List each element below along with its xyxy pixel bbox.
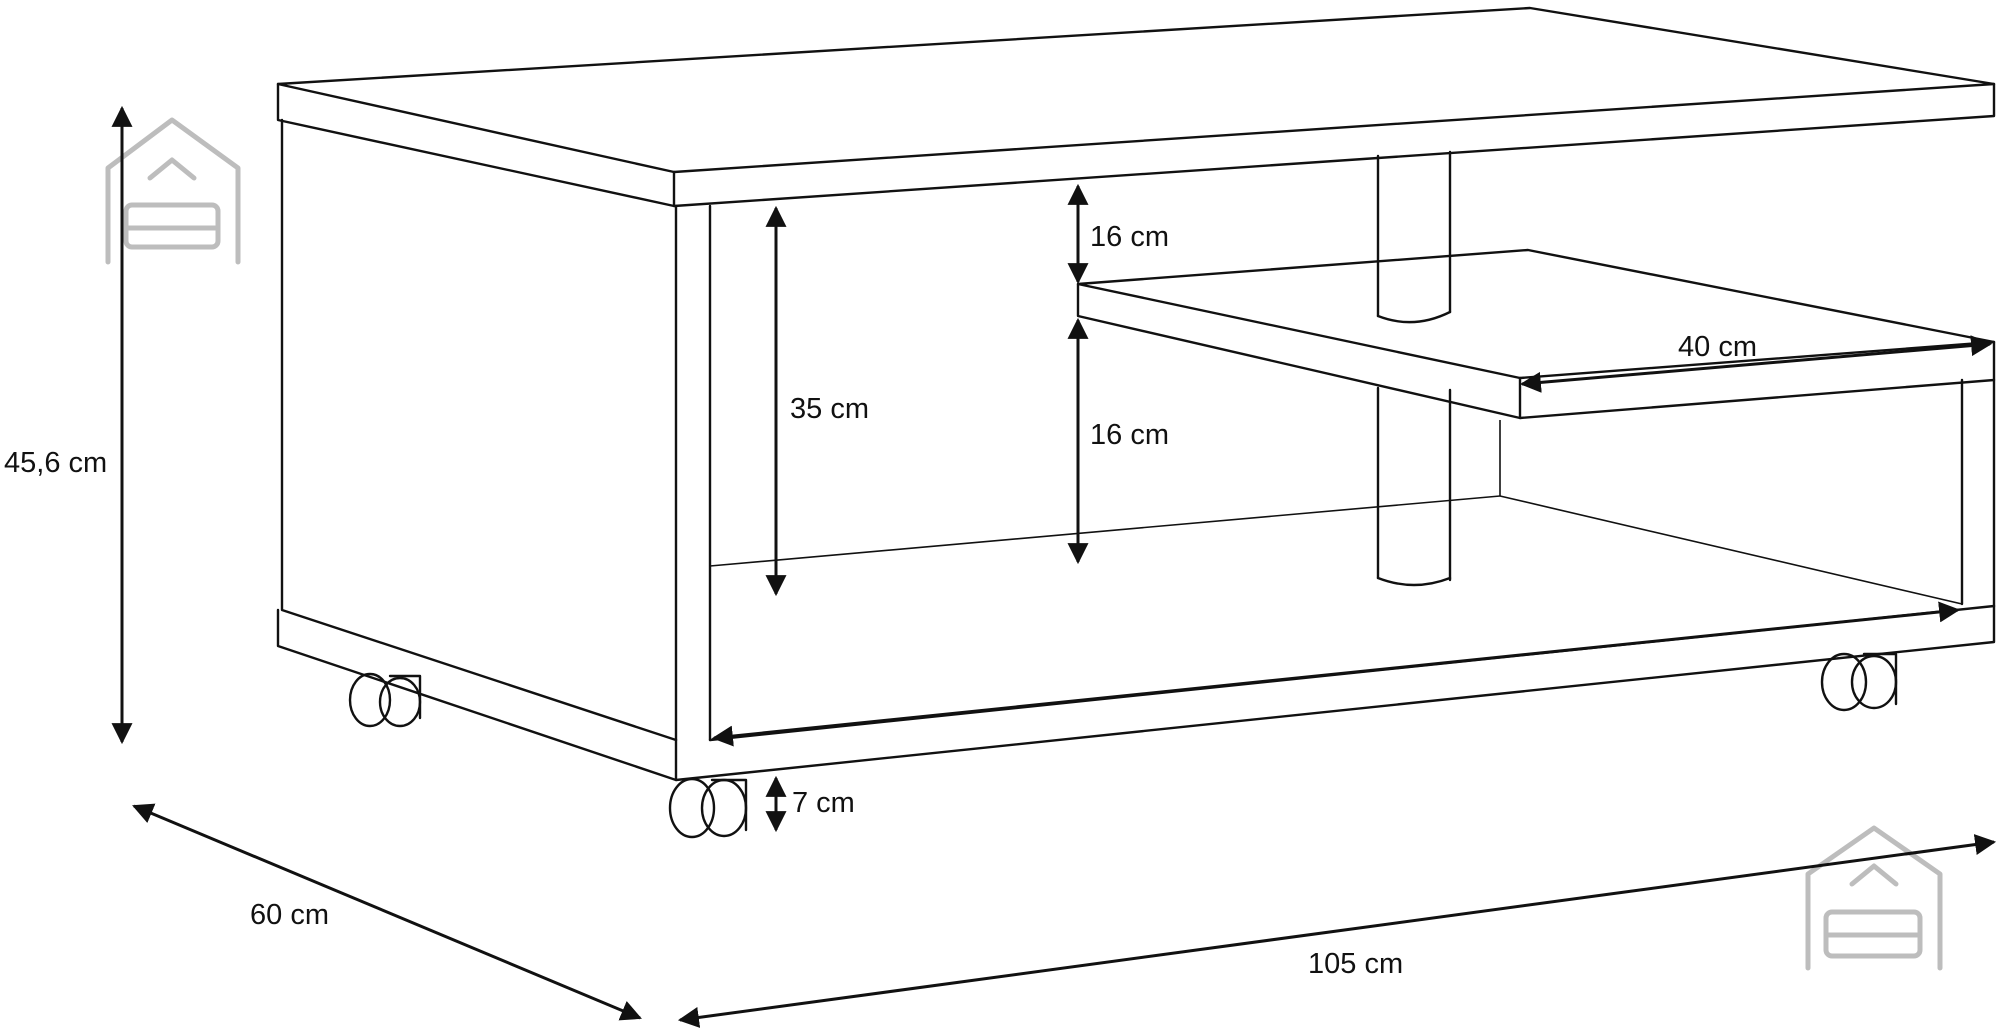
house-sofa-logo-icon	[1805, 825, 1943, 971]
table-top	[276, 6, 1996, 174]
upper-column	[1376, 150, 1452, 318]
depth-arrow	[132, 803, 642, 1021]
dimension-lines	[111, 105, 1997, 1028]
wheel-front-left	[348, 672, 422, 728]
lower-gap-label: 16 cm	[1090, 419, 1169, 451]
shelf-width-arrow	[1519, 335, 1993, 393]
inner-height-label: 35 cm	[790, 393, 869, 425]
table-body	[276, 6, 1996, 782]
inner-width-arrow	[711, 601, 1961, 747]
upper-gap-label: 16 cm	[1090, 221, 1169, 253]
total-height-label: 45,6 cm	[4, 447, 107, 479]
width-arrow	[677, 834, 1997, 1028]
wheel-front-center	[668, 777, 748, 839]
wheel-back-right	[1820, 652, 1898, 712]
depth-label: 60 cm	[250, 899, 329, 931]
wheel-height-label: 7 cm	[792, 787, 855, 819]
middle-shelf	[1076, 248, 1996, 380]
width-label: 105 cm	[1308, 948, 1403, 980]
lower-column	[1376, 386, 1452, 582]
shelf-width-label: 40 cm	[1678, 331, 1757, 363]
left-side-panel	[280, 118, 678, 742]
house-sofa-logo-icon	[105, 117, 241, 265]
